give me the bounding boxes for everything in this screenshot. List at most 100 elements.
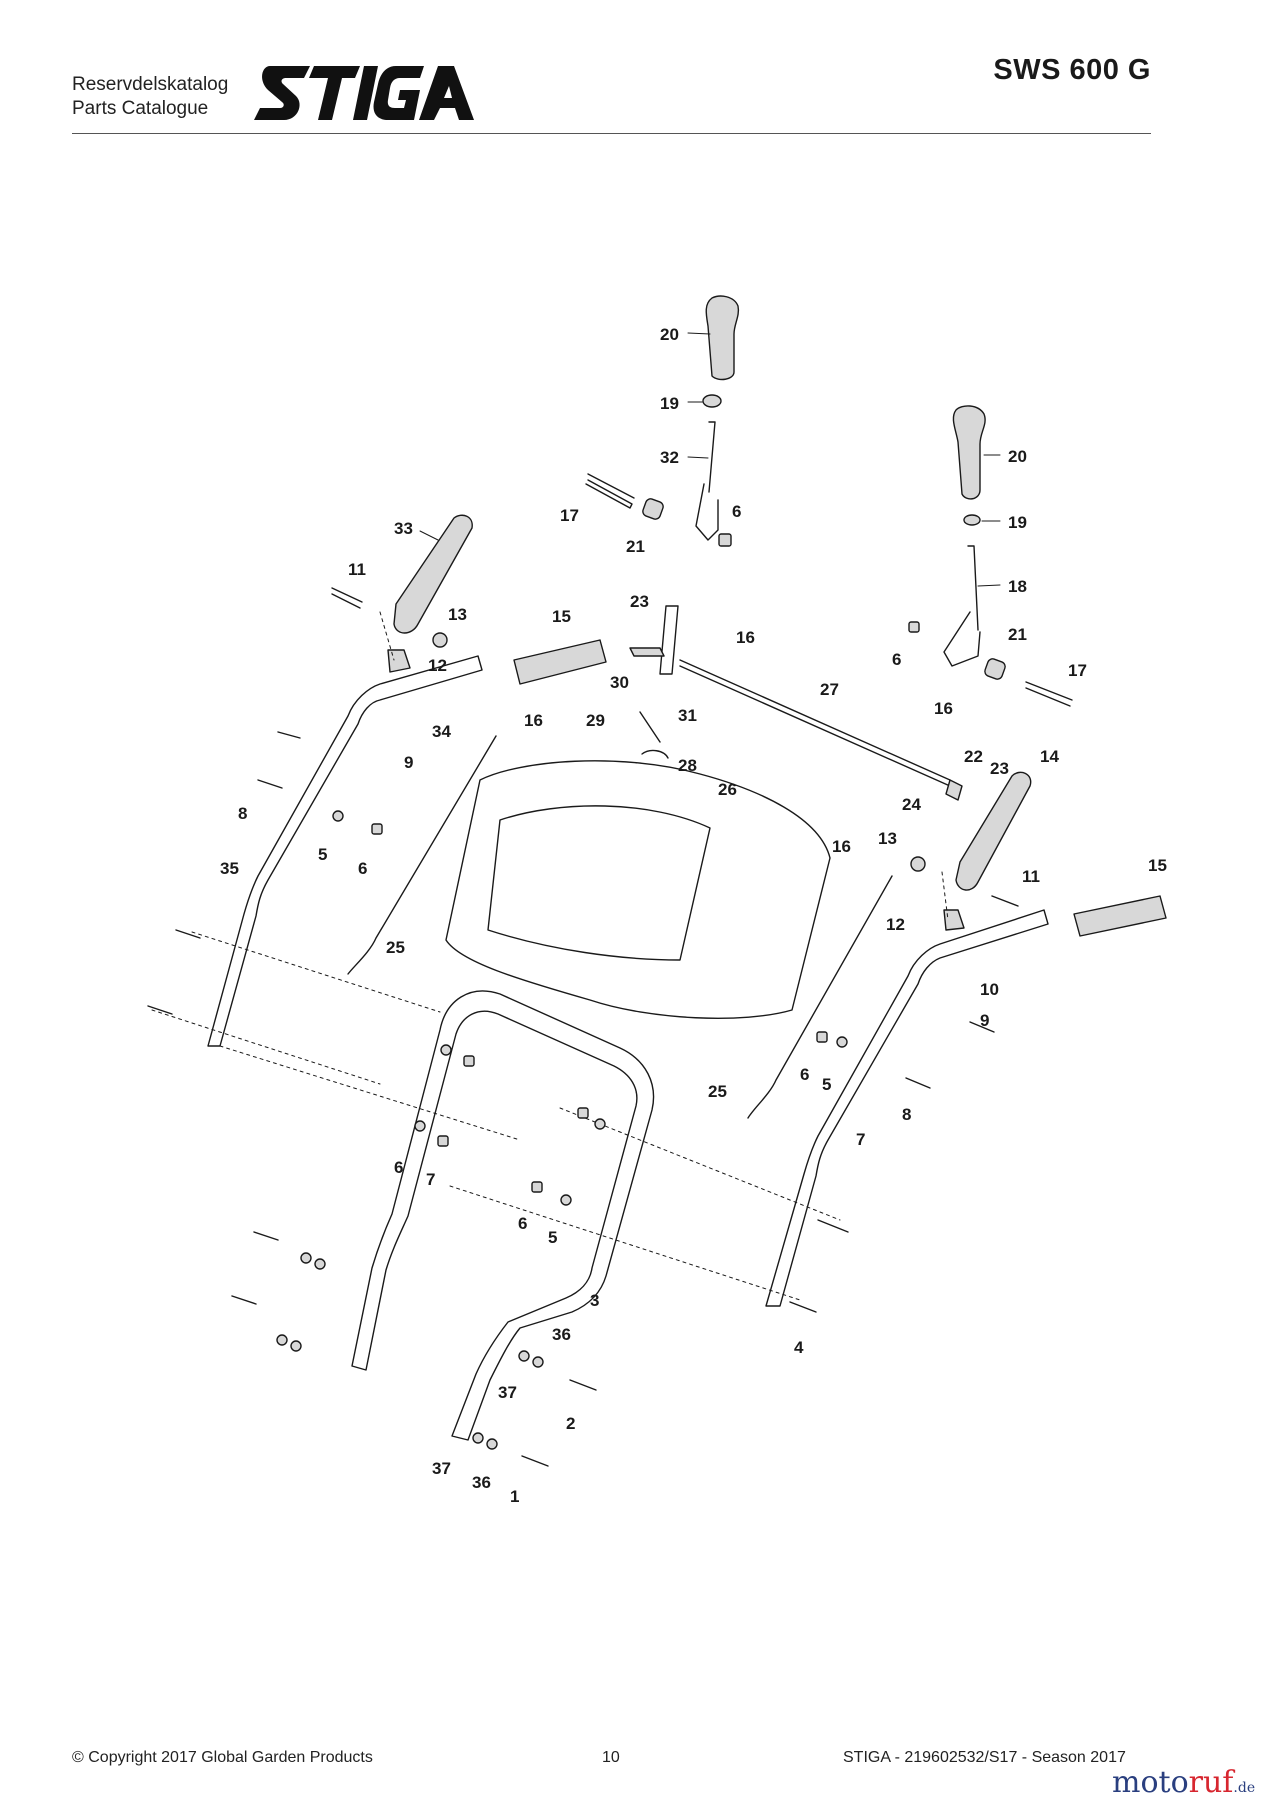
callout-16-right: 16	[934, 699, 953, 718]
clip-28	[641, 749, 669, 759]
washer-37-b	[472, 1432, 484, 1444]
bolt-right-lower	[817, 1219, 849, 1233]
leader-lines	[419, 332, 1001, 587]
bolt-17-right	[1025, 681, 1073, 707]
bolt-1	[521, 1455, 549, 1467]
page-number: 10	[602, 1749, 620, 1766]
watermark-part-c: .de	[1233, 1780, 1256, 1796]
copyright: © Copyright 2017 Global Garden Products	[72, 1749, 373, 1766]
callout-6-center-mid: 6	[394, 1158, 403, 1177]
catalog-title-english: Parts Catalogue	[72, 98, 209, 119]
nut-6-right-mid	[816, 1031, 828, 1043]
washer-36-b	[486, 1438, 498, 1450]
callout-11-left: 11	[348, 560, 366, 579]
callout-21-right: 21	[1008, 625, 1027, 644]
lever-33	[393, 514, 473, 634]
bolt-left-upper	[277, 731, 301, 739]
watermark-part-a: moto	[1112, 1765, 1189, 1800]
washer-center-a	[440, 1044, 452, 1056]
nut-6-right	[908, 621, 920, 633]
grip-15-right	[1073, 895, 1167, 937]
nut-13-left	[432, 632, 448, 648]
callout-37-lower: 37	[432, 1459, 451, 1478]
callout-9-right: 9	[980, 1011, 989, 1030]
grip-15-left	[513, 639, 607, 685]
callout-13-right: 13	[878, 829, 897, 848]
callout-25-right: 25	[708, 1082, 727, 1101]
spring-21-center	[642, 498, 664, 520]
gear-rod-18	[943, 545, 981, 667]
callout-23-right: 23	[990, 759, 1009, 778]
washer-lower-left-b	[314, 1258, 326, 1270]
callout-18: 18	[1008, 577, 1027, 596]
bolt-lower-left-a	[253, 1231, 279, 1241]
callout-23-left: 23	[630, 592, 649, 611]
plate-30	[629, 647, 665, 657]
catalog-reference: STIGA - 219602532/S17 - Season 2017	[843, 1749, 1126, 1766]
washer-5-lower	[560, 1194, 572, 1206]
bolt-8-left	[257, 779, 283, 789]
bolt-right-upper	[969, 1021, 995, 1033]
callout-14: 14	[1040, 747, 1059, 766]
callout-7-right: 7	[856, 1130, 865, 1149]
callout-6-right-mid: 6	[800, 1065, 809, 1084]
callout-19-center: 19	[660, 394, 679, 413]
washer-5-right	[836, 1036, 848, 1048]
callout-11-right: 11	[1022, 867, 1040, 886]
callout-20-center: 20	[660, 325, 679, 344]
nut-center-b	[577, 1107, 589, 1119]
cover-26-window	[487, 805, 711, 961]
callout-15-right: 15	[1148, 856, 1167, 875]
cable-25-left	[347, 735, 497, 975]
callout-19-right: 19	[1008, 513, 1027, 532]
link-rod-31	[639, 711, 661, 743]
nut-center-19	[702, 394, 722, 408]
gear-rod-32	[695, 421, 719, 541]
rod-30-31	[659, 605, 679, 675]
callout-37-upper: 37	[498, 1383, 517, 1402]
cross-rod-27	[679, 659, 951, 787]
callout-32: 32	[660, 448, 679, 467]
callout-29: 29	[586, 711, 605, 730]
handle-bar-7	[765, 909, 1049, 1307]
watermark-part-b: ruf	[1188, 1765, 1234, 1800]
callout-31: 31	[678, 706, 697, 725]
alignment-lines	[151, 611, 949, 1301]
callout-20-right: 20	[1008, 447, 1027, 466]
bolt-left-lower	[147, 1005, 173, 1015]
callout-22: 22	[964, 747, 983, 766]
nut-13-right	[910, 856, 926, 872]
callout-28: 28	[678, 756, 697, 775]
callout-5-lower: 5	[548, 1228, 557, 1247]
lever-14	[955, 771, 1032, 891]
bolt-11-left	[331, 587, 363, 609]
callout-12-right: 12	[886, 915, 905, 934]
spring-21-right	[984, 658, 1006, 680]
cover-26	[445, 760, 831, 1019]
callout-26: 26	[718, 780, 737, 799]
washer-5-left	[332, 810, 344, 822]
clip-22	[945, 779, 963, 801]
model-name: SWS 600 G	[993, 54, 1151, 86]
callout-25-left: 25	[386, 938, 405, 957]
washer-36-a	[532, 1356, 544, 1368]
callout-16-top: 16	[736, 628, 755, 647]
callout-5-left: 5	[318, 845, 327, 864]
nut-6-left	[371, 823, 383, 835]
callout-21-center: 21	[626, 537, 645, 556]
catalog-title-swedish: Reservdelskatalog	[72, 74, 229, 95]
callout-1: 1	[510, 1487, 519, 1506]
header-rule	[72, 133, 1151, 134]
callout-6-lower: 6	[518, 1214, 527, 1233]
stiga-logo	[254, 66, 474, 120]
gear-lever-knob-right	[952, 405, 986, 500]
bolt-17-center	[585, 473, 635, 509]
callout-2: 2	[566, 1414, 575, 1433]
callout-17-center: 17	[560, 506, 579, 525]
callout-35: 35	[220, 859, 239, 878]
washer-37-a	[518, 1350, 530, 1362]
cable-25-right	[747, 875, 893, 1119]
callout-24: 24	[902, 795, 921, 814]
callout-4: 4	[794, 1338, 804, 1357]
